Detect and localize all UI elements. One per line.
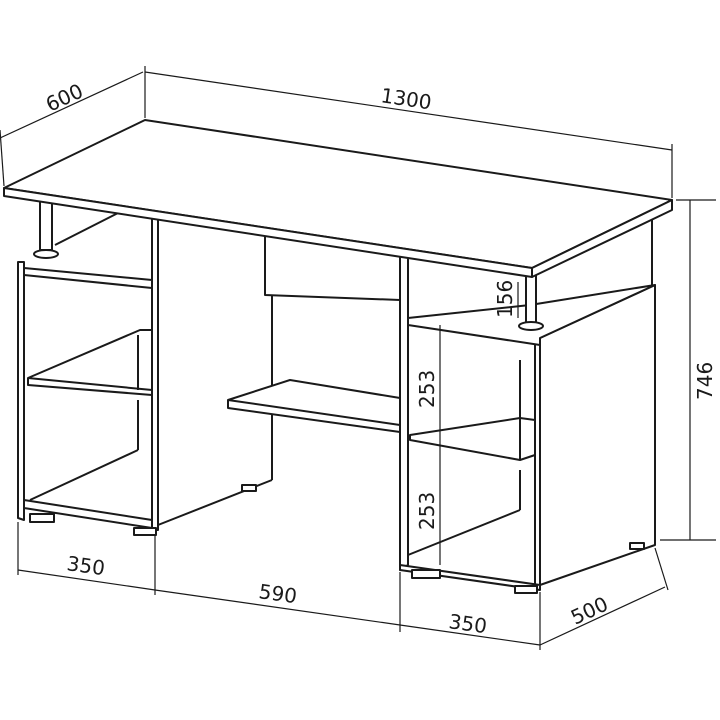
middle-section: [157, 231, 401, 526]
dim-middle-width: 590: [257, 579, 298, 608]
tabletop: [3, 119, 673, 278]
left-cabinet: [17, 197, 257, 536]
dim-top-shelf-gap: 156: [493, 280, 517, 318]
dimension-lines: [0, 66, 716, 650]
dim-cabinet-depth: 500: [567, 592, 612, 630]
dim-left-cabinet-width: 350: [65, 551, 106, 580]
dim-upper-shelf: 253: [415, 370, 439, 408]
dim-right-cabinet-width: 350: [447, 609, 488, 638]
dim-lower-shelf: 253: [415, 492, 439, 530]
dim-width-top: 1300: [379, 83, 433, 114]
dim-depth-top: 600: [42, 79, 87, 117]
right-cabinet: [399, 215, 656, 594]
dim-height-total: 746: [693, 362, 717, 400]
